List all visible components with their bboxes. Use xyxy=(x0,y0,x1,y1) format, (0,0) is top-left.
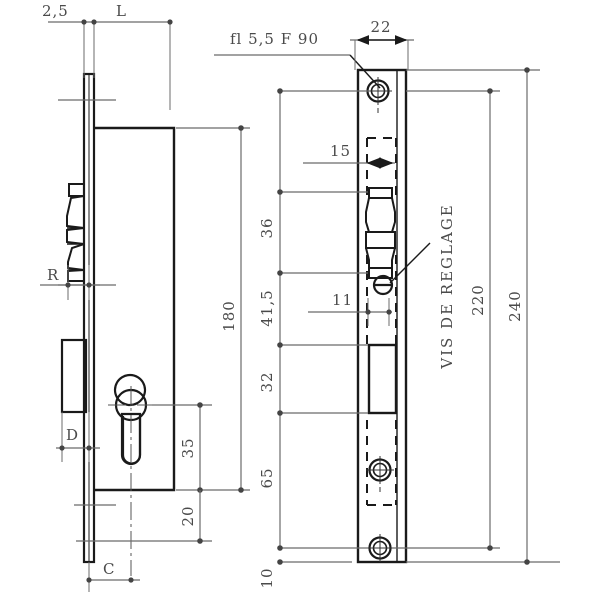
right-faceplate-view xyxy=(356,68,408,564)
faceplate-edge-profile xyxy=(82,72,96,564)
latch-bolt-front xyxy=(365,187,396,279)
dim-label-R: R xyxy=(47,266,59,284)
dim-label-C: C xyxy=(103,560,115,578)
dim-dot xyxy=(167,19,173,25)
dim-label-20: 20 xyxy=(179,505,197,526)
faceplate-outline xyxy=(356,68,408,564)
dim-label-41-5: 41,5 xyxy=(258,289,276,326)
euro-cylinder-keyhole xyxy=(108,373,158,576)
dim-label-L: L xyxy=(116,2,127,20)
dim-label-180: 180 xyxy=(220,300,238,332)
dim-label-10: 10 xyxy=(258,567,276,588)
left-view-dimensions: 2,5 L R D C 180 35 xyxy=(40,2,250,592)
dim-label-65: 65 xyxy=(258,467,276,488)
lock-case-body xyxy=(94,126,176,492)
dead-bolt-profile xyxy=(60,338,88,414)
dim-dot xyxy=(81,19,87,25)
lower-fixing-screw xyxy=(366,456,394,492)
right-view-dimensions: fl 5,5 F 90 22 15 11 VIS DE REGLAGE xyxy=(214,18,560,589)
dim-dot xyxy=(91,19,97,25)
latch-hidden-outline xyxy=(366,137,397,200)
dead-bolt-front xyxy=(367,343,398,415)
top-fixing-screw xyxy=(364,77,392,113)
bottom-fixing-screw xyxy=(366,534,394,562)
dim-label-15: 15 xyxy=(330,142,351,160)
dim-label-2-5: 2,5 xyxy=(42,2,69,20)
latch-bolt-profile xyxy=(66,183,85,282)
dim-label-D: D xyxy=(66,426,79,444)
dim-label-22: 22 xyxy=(370,18,391,36)
dim-label-220: 220 xyxy=(469,284,487,316)
dim-label-36: 36 xyxy=(258,217,276,238)
dim-label-11: 11 xyxy=(332,291,353,309)
leader-line-adjustment-screw xyxy=(389,242,431,284)
adjustment-screw xyxy=(372,274,394,296)
note-faceplate-spec: fl 5,5 F 90 xyxy=(230,30,319,48)
dim-label-35: 35 xyxy=(179,437,197,458)
left-side-view xyxy=(58,72,176,576)
note-vis-de-reglage: VIS DE REGLAGE xyxy=(438,203,456,370)
dim-label-240: 240 xyxy=(506,290,524,322)
lower-hidden-outline xyxy=(366,420,397,506)
dim-label-32: 32 xyxy=(258,371,276,392)
